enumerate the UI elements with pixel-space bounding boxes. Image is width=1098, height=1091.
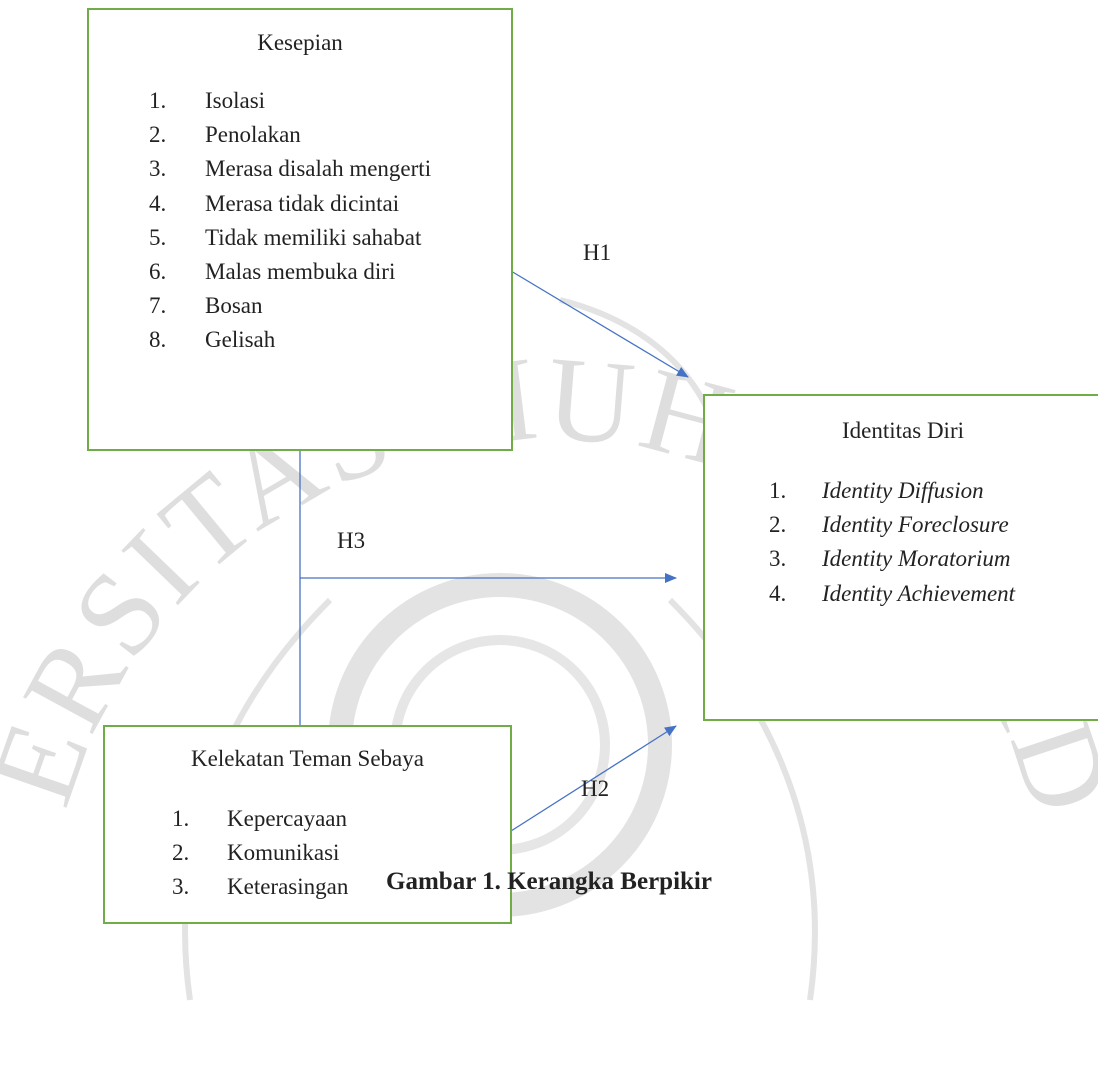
h1-label: H1 — [583, 240, 612, 265]
list-item-number: 2. — [769, 512, 787, 538]
h2-arrow — [510, 725, 677, 832]
kesepian-list: 1. Isolasi 2. Penolakan 3. Merasa disalah men… — [149, 84, 494, 358]
list-item: 2. Identity Foreclosure — [769, 508, 1098, 542]
list-item-text: Isolasi — [205, 88, 266, 113]
list-item-text: Identity Diffusion — [822, 478, 984, 503]
list-item-number: 5. — [149, 224, 167, 250]
h3-label: H3 — [337, 528, 366, 553]
h1-arrow — [510, 270, 689, 378]
list-item-text: Identity Moratorium — [822, 546, 1011, 572]
list-item: 3. Identity Moratorium — [769, 542, 1098, 576]
kelekatan-list: 1. Kepercayaan 2. Komunikasi 3. Keterasingan — [172, 802, 492, 905]
list-item-text: Keterasingan — [227, 874, 349, 900]
list-item-text: Identity Foreclosure — [822, 512, 1009, 538]
list-item-number: 1. — [172, 806, 190, 831]
list-item: 3. Keterasingan — [172, 870, 492, 904]
list-item: 1. Isolasi — [149, 84, 494, 118]
list-item-number: 3. — [172, 874, 190, 900]
list-item: 5. Tidak memiliki sahabat — [149, 221, 494, 255]
h2-label: H2 — [581, 776, 610, 801]
list-item-number: 4. — [769, 580, 787, 606]
kesepian-box: Kesepian 1. Isolasi 2. Penolakan 3. Merasa di… — [87, 8, 513, 451]
list-item-number: 4. — [149, 190, 167, 216]
list-item-number: 2. — [149, 122, 167, 148]
list-item-number: 7. — [149, 293, 167, 319]
list-item-text: Bosan — [205, 293, 263, 319]
list-item-text: Malas membuka diri — [205, 259, 396, 285]
list-item: 2. Penolakan — [149, 118, 494, 152]
list-item: 6. Malas membuka diri — [149, 255, 494, 289]
identitas-diri-list: 1. Identity Diffusion 2. Identity Foreclosu… — [769, 474, 1098, 611]
list-item: 2. Komunikasi — [172, 836, 492, 870]
list-item: 1. Identity Diffusion — [769, 474, 1098, 508]
list-item: 4. Merasa tidak dicintai — [149, 187, 494, 221]
list-item: 4. Identity Achievement — [769, 577, 1098, 611]
kelekatan-box: Kelekatan Teman Sebaya 1. Kepercayaan 2. Ko… — [103, 725, 512, 924]
list-item-text: Merasa disalah mengerti — [205, 156, 432, 182]
list-item-number: 1. — [769, 478, 787, 503]
list-item: 7. Bosan — [149, 289, 494, 323]
list-item: 3. Merasa disalah mengerti — [149, 152, 494, 186]
identitas-diri-title: Identitas Diri — [842, 418, 964, 443]
list-item-text: Kepercayaan — [227, 806, 348, 831]
list-item-text: Tidak memiliki sahabat — [205, 224, 422, 250]
list-item-text: Merasa tidak dicintai — [205, 190, 400, 216]
list-item-number: 8. — [149, 327, 167, 353]
list-item-text: Identity Achievement — [822, 580, 1016, 606]
list-item-text: Komunikasi — [227, 840, 340, 866]
list-item-number: 3. — [769, 546, 787, 572]
list-item-text: Gelisah — [205, 327, 276, 353]
list-item: 8. Gelisah — [149, 323, 494, 357]
list-item-number: 2. — [172, 840, 190, 866]
figure-caption: Gambar 1. Kerangka Berpikir — [386, 868, 712, 895]
kesepian-title: Kesepian — [257, 30, 343, 55]
identitas-diri-box: Identitas Diri 1. Identity Diffusion 2. Ide… — [703, 394, 1098, 721]
list-item: 1. Kepercayaan — [172, 802, 492, 836]
list-item-number: 3. — [149, 156, 167, 182]
kelekatan-title: Kelekatan Teman Sebaya — [191, 746, 424, 771]
list-item-text: Penolakan — [205, 122, 301, 148]
list-item-number: 6. — [149, 259, 167, 285]
list-item-number: 1. — [149, 88, 167, 113]
